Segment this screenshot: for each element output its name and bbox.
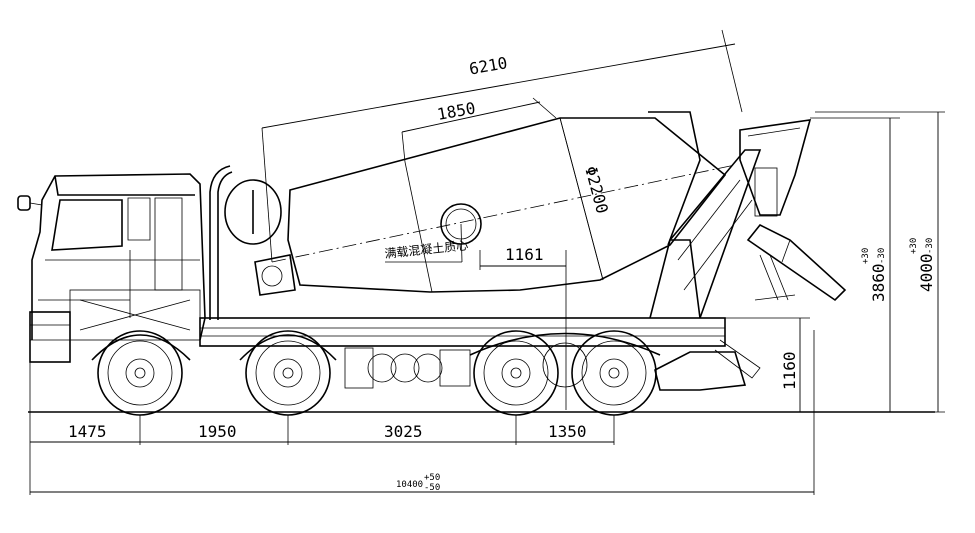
cg-label: 满载混凝土质心: [384, 237, 469, 261]
dimension-lines: [29, 29, 945, 495]
dim-wheelbase-1: 1950: [198, 422, 237, 441]
dimension-labels: 6210 1850 Φ2200 1161 满载混凝土质心 1475 1950 3…: [68, 53, 936, 493]
dim-drum-length: 6210: [468, 53, 509, 78]
dim-overall-height-tol-lower: -30: [925, 238, 935, 254]
dim-overall-length-tol-upper: +50: [424, 473, 440, 483]
dim-cg-offset: 1161: [505, 245, 544, 264]
dim-overall-height-tol-upper: +30: [909, 238, 919, 254]
dim-hopper-height: 3860: [869, 263, 888, 302]
cab: [17, 165, 282, 363]
dim-hopper-height-tol-lower: -30: [877, 248, 887, 264]
dim-rear-height: 1160: [780, 351, 799, 390]
dim-hopper-height-tol-upper: +30: [861, 248, 871, 264]
wheel-3: [473, 330, 559, 416]
dim-wheelbase-3: 1350: [548, 422, 587, 441]
dim-drum-diameter: Φ2200: [581, 164, 612, 215]
dim-overall-height: 4000: [917, 253, 936, 292]
dim-overall-length-tol-lower: -50: [424, 483, 440, 493]
dim-wheelbase-2: 3025: [384, 422, 423, 441]
dim-drum-cylinder: 1850: [436, 98, 477, 123]
wheel-4: [571, 330, 657, 416]
dim-front-overhang: 1475: [68, 422, 107, 441]
rear-frame-hopper: [649, 119, 847, 319]
dim-overall-length: 10400: [396, 480, 423, 490]
